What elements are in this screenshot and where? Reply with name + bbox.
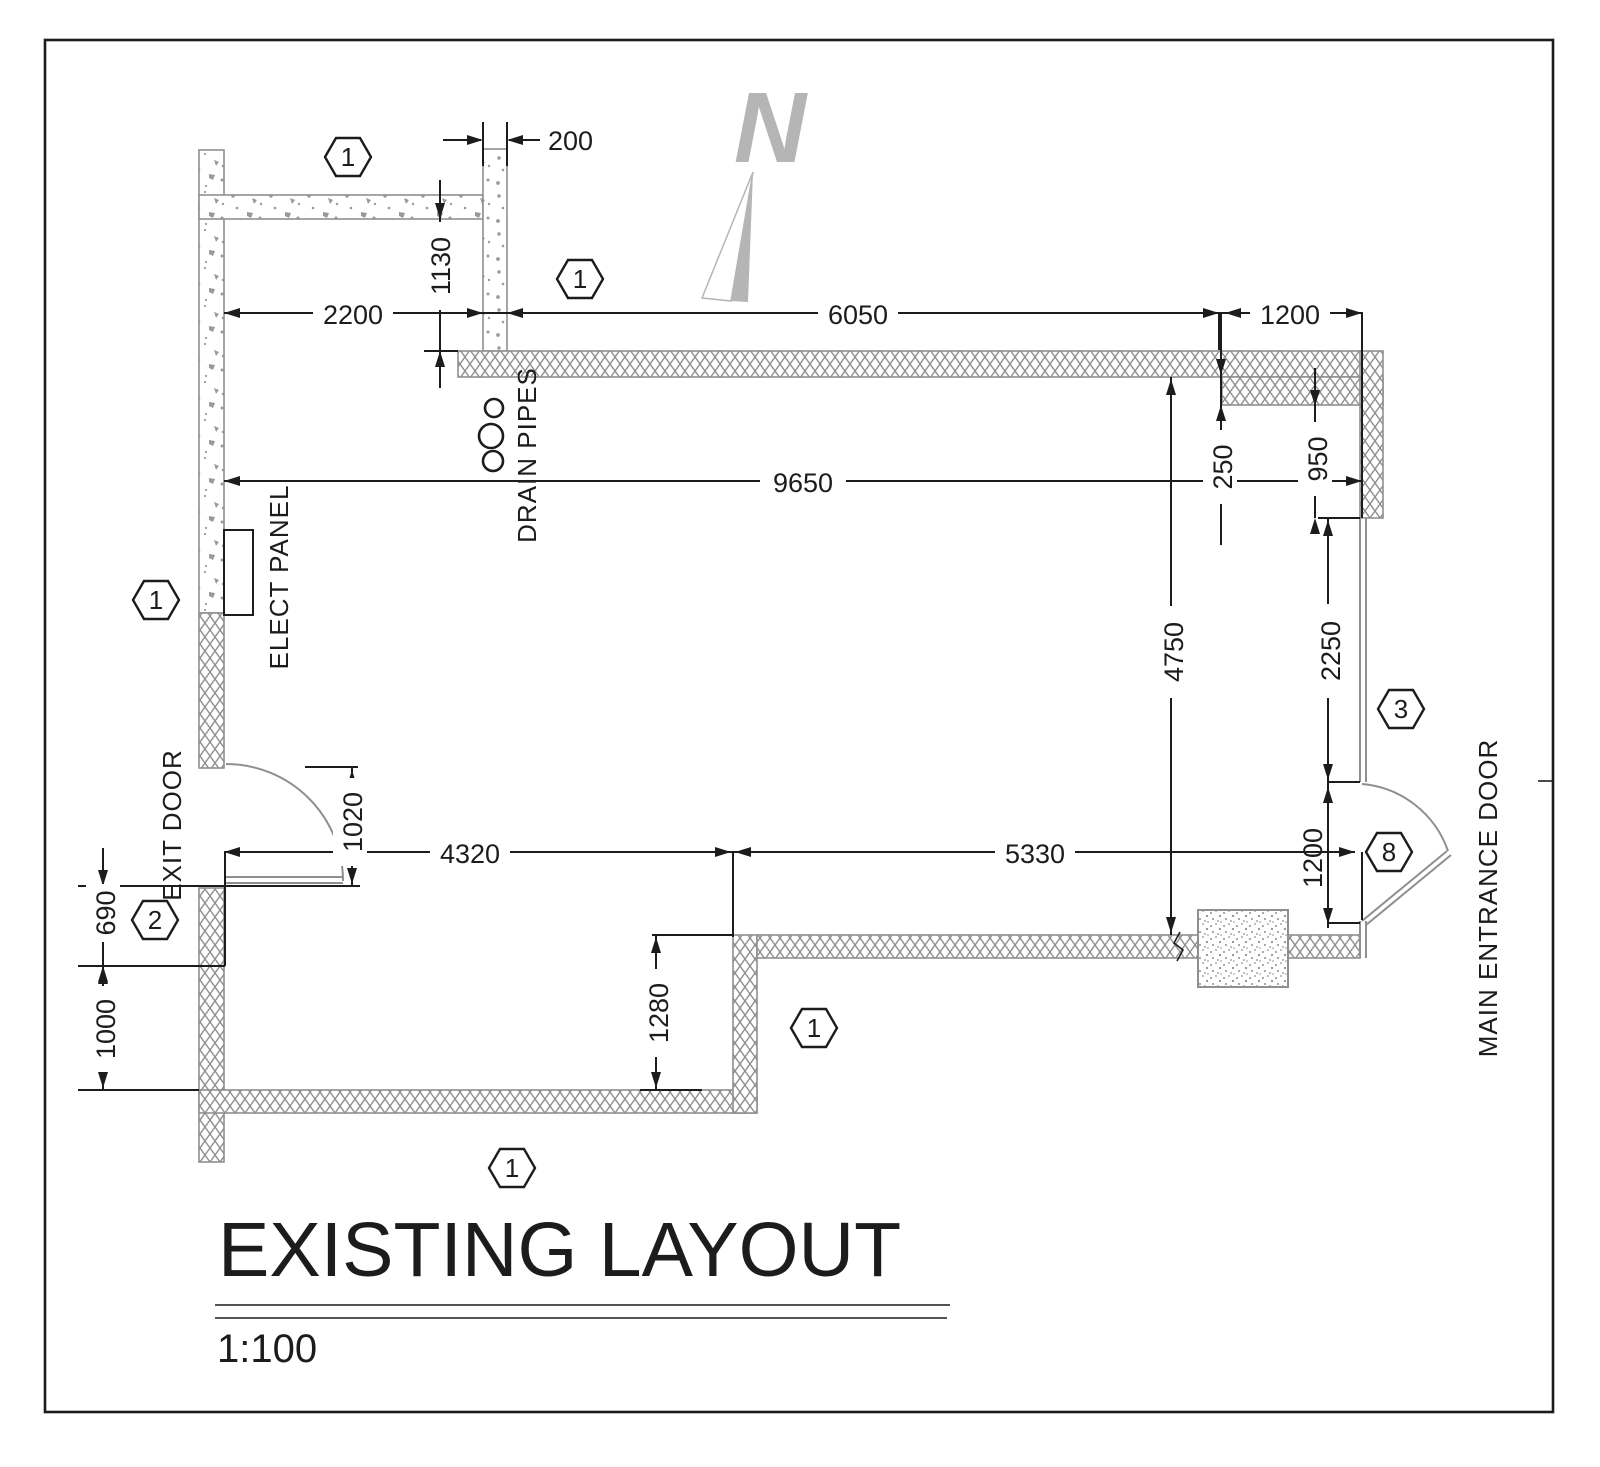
- dim-200-label: 200: [548, 126, 593, 156]
- wall-south-lower: [198, 1089, 758, 1114]
- dimension-1000: 1000: [86, 966, 121, 1090]
- dim-950-label: 950: [1303, 436, 1333, 481]
- callout-hex-top-left: 1: [323, 136, 373, 178]
- entrance-column-pad: [1197, 909, 1289, 988]
- main-entrance-door: [1359, 783, 1452, 958]
- wall-break-mark: [1172, 931, 1185, 962]
- masonry-walls: [198, 350, 1384, 1163]
- callout-hex-west: 1: [131, 579, 181, 621]
- dimension-1130: 1130: [421, 203, 456, 388]
- dim-1020-label: 1020: [338, 792, 368, 852]
- dim-2200-label: 2200: [323, 300, 383, 330]
- dim-4320-label: 4320: [440, 839, 500, 869]
- dim-9650-label: 9650: [773, 468, 833, 498]
- callout-hex-top-mid: 1: [555, 258, 605, 300]
- svg-text:1: 1: [807, 1013, 821, 1043]
- drawing-scale: 1:100: [217, 1327, 317, 1371]
- dimension-top-chain: 2200 6050 1200: [224, 298, 1362, 350]
- wall-west-mid: [198, 612, 225, 769]
- callout-hex-south-west: 1: [487, 1147, 537, 1189]
- drawing-title: EXISTING LAYOUT: [218, 1207, 901, 1293]
- dim-1200-top-label: 1200: [1260, 300, 1320, 330]
- wall-east-pier: [1359, 350, 1384, 519]
- dim-1200-door-label: 1200: [1298, 828, 1328, 888]
- dim-4750-label: 4750: [1159, 622, 1189, 682]
- shopfront-window: [1359, 518, 1367, 782]
- wall-north-east-step: [1221, 376, 1384, 406]
- callout-hex-shopfront: 3: [1376, 688, 1426, 730]
- svg-text:2: 2: [148, 905, 162, 935]
- svg-text:1: 1: [341, 142, 355, 172]
- dimension-4750: 4750: [1154, 377, 1189, 935]
- dim-5330-label: 5330: [1005, 839, 1065, 869]
- dimension-950: 950: [1298, 368, 1333, 534]
- dim-250-label: 250: [1208, 444, 1238, 489]
- wall-west-lower: [198, 887, 225, 1163]
- dim-1130-label: 1130: [426, 237, 456, 295]
- dimension-south-chain: 4320 5330: [224, 837, 1355, 869]
- dim-2250-label: 2250: [1316, 621, 1346, 681]
- extension-lines: [78, 180, 1363, 1091]
- dim-1000-label: 1000: [91, 999, 121, 1059]
- wall-south-upper-right: [1287, 934, 1361, 959]
- sheet-border: [43, 38, 1555, 1414]
- svg-text:3: 3: [1394, 694, 1408, 724]
- dimension-690: 690: [86, 848, 121, 995]
- callout-hex-exit: 2: [130, 899, 180, 941]
- svg-text:1: 1: [149, 585, 163, 615]
- callout-hex-south-step: 1: [789, 1007, 839, 1049]
- callout-hex-entrance: 8: [1364, 831, 1414, 873]
- dimension-1020: 1020: [333, 768, 368, 886]
- wall-south-upper-left: [756, 934, 1199, 959]
- dimension-9650: 9650: [224, 466, 1362, 498]
- drain-pipes-label: DRAIN PIPES: [512, 367, 542, 543]
- dimension-entrance-1200: 1200: [1295, 787, 1333, 924]
- dimension-2250: 2250: [1311, 518, 1346, 928]
- elect-panel-label: ELECT PANEL: [264, 485, 294, 670]
- svg-text:1: 1: [573, 264, 587, 294]
- svg-text:1: 1: [505, 1153, 519, 1183]
- dimension-250: 250: [1203, 359, 1238, 504]
- wall-north: [457, 350, 1363, 378]
- main-entrance-door-label: MAIN ENTRANCE DOOR: [1473, 739, 1503, 1057]
- north-arrow-icon: N: [700, 72, 808, 302]
- exit-door-label: EXIT DOOR: [157, 749, 187, 901]
- north-letter: N: [734, 72, 808, 184]
- wall-south-step: [732, 934, 758, 1114]
- dim-6050-label: 6050: [828, 300, 888, 330]
- wall-top-vertical: [482, 148, 508, 352]
- dimension-wall-thickness-top: 200: [443, 122, 593, 166]
- concrete-walls: [198, 148, 508, 614]
- dim-1280-label: 1280: [644, 983, 674, 1043]
- drain-pipes-icon: [477, 397, 505, 473]
- dimension-1280: 1280: [639, 935, 674, 1090]
- exit-door: [225, 763, 344, 884]
- svg-text:8: 8: [1382, 837, 1396, 867]
- dim-690-label: 690: [91, 890, 121, 935]
- elect-panel-box: [223, 529, 254, 616]
